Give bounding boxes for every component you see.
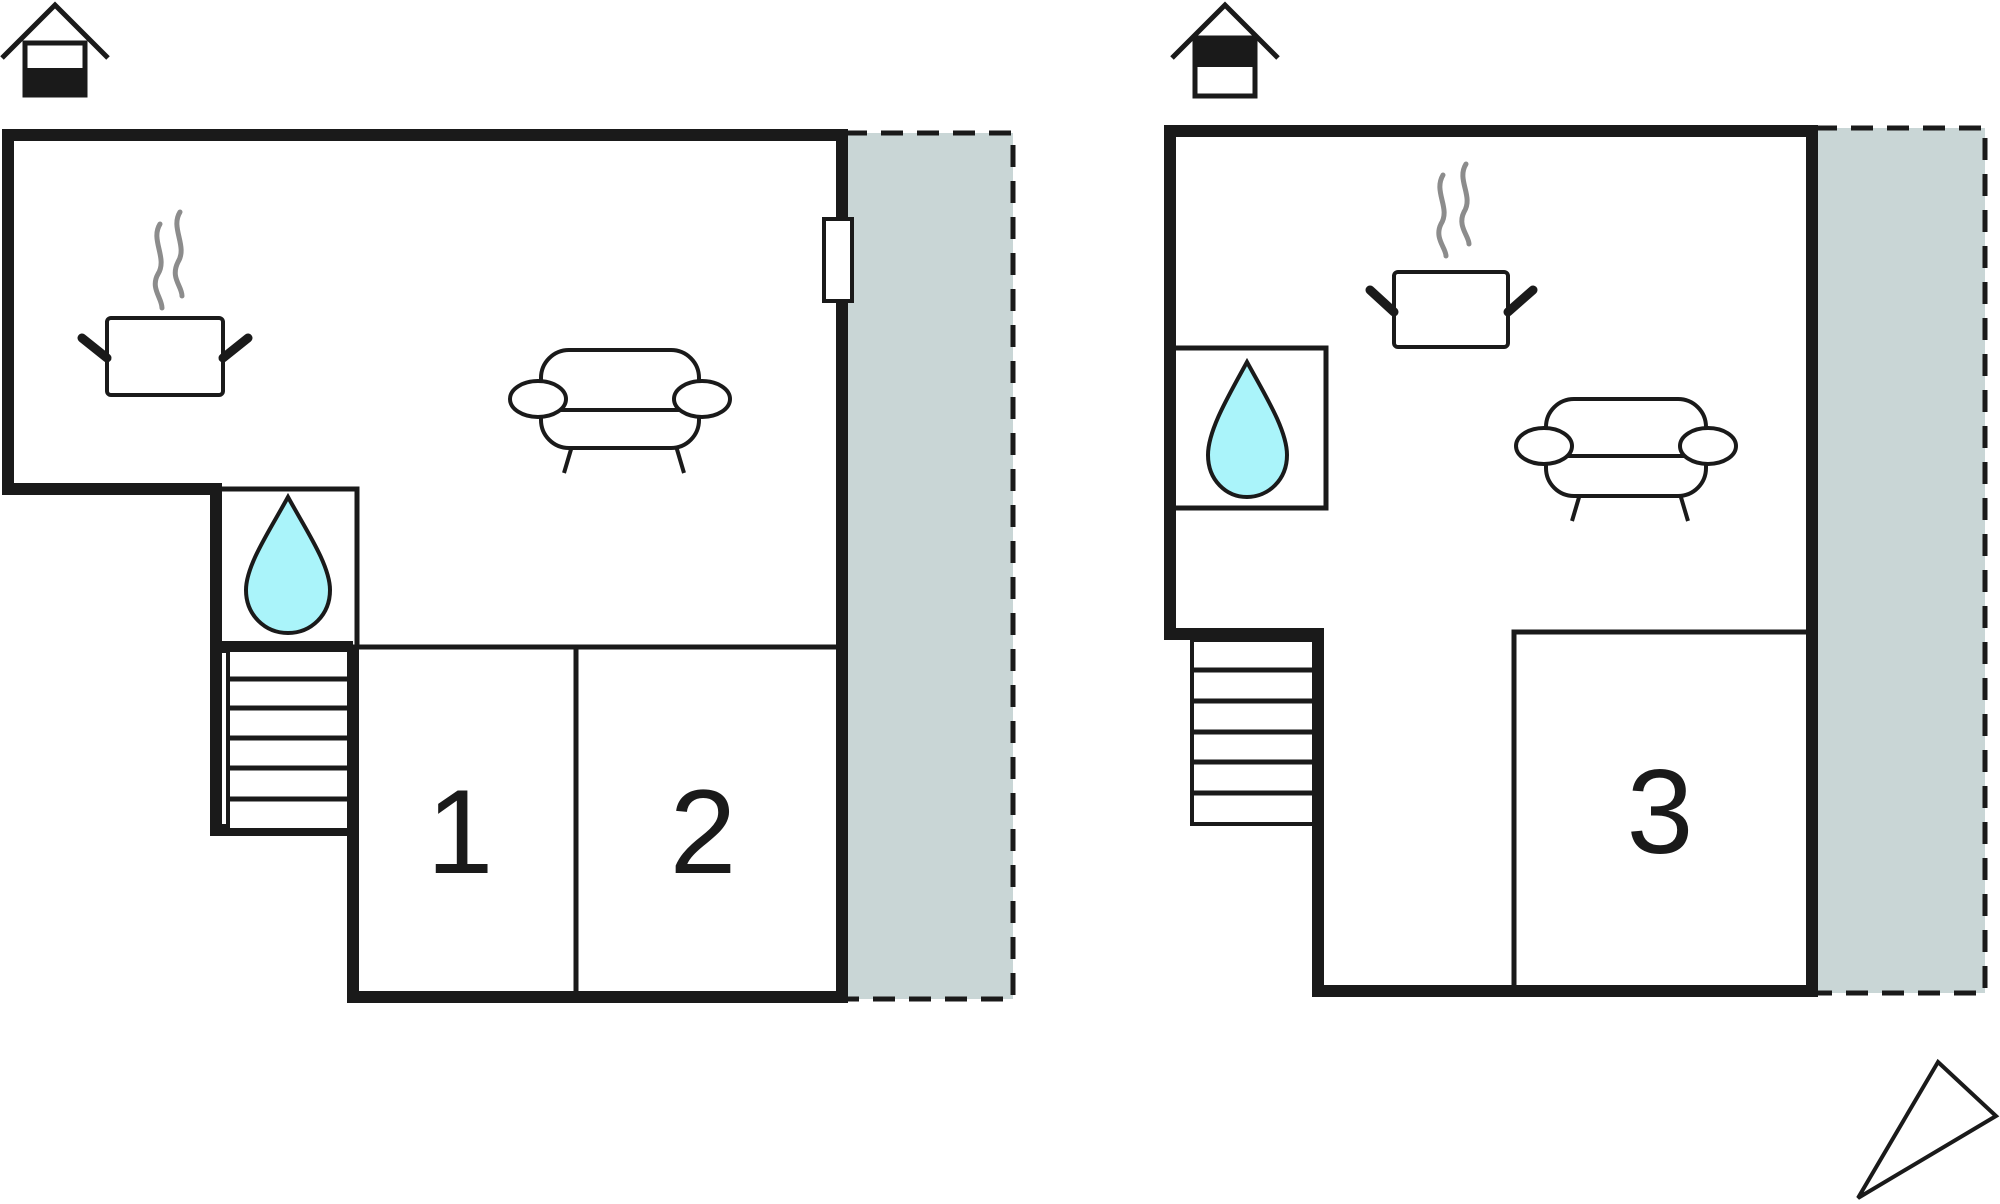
sofa-icon <box>1514 397 1738 522</box>
water-drop-icon <box>243 492 333 636</box>
stairs-icon <box>1190 638 1316 826</box>
room-number-3: 3 <box>1627 745 1694 879</box>
house-upper-floor-icon <box>1170 1 1280 99</box>
water-drop-icon <box>1205 357 1290 500</box>
bathroom-walls <box>1167 345 1329 511</box>
partition-wall <box>1511 629 1812 991</box>
north-arrow-icon <box>1856 1058 2000 1200</box>
terrace-outline <box>1815 125 1988 996</box>
kitchen-pot-icon <box>77 209 253 397</box>
stairs-icon <box>226 648 351 832</box>
room-number-1: 1 <box>427 765 494 899</box>
terrace-area <box>845 133 1013 999</box>
bathroom-walls <box>213 486 360 650</box>
ground-floor-plan: 1 2 <box>0 1 1016 1003</box>
kitchen-pot-icon <box>1365 161 1538 349</box>
room-number-2: 2 <box>670 765 737 899</box>
terrace-area <box>1815 128 1985 993</box>
house-ground-floor-icon <box>0 1 110 98</box>
terrace-outline <box>845 130 1016 1002</box>
exterior-walls <box>1164 125 1818 997</box>
sofa-icon <box>508 348 732 474</box>
window-icon <box>822 217 854 303</box>
upper-floor-plan: 3 <box>1164 1 1988 997</box>
